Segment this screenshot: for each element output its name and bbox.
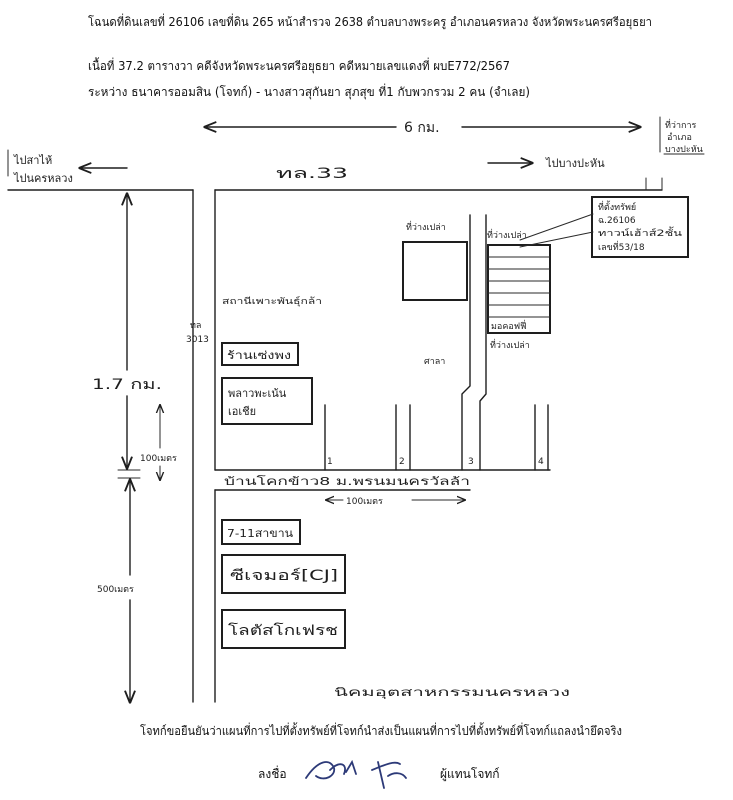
area-case-line: เนื้อที่ 37.2 ตารางวา คดีจังหวัดพระนครศร… (88, 57, 510, 74)
asia-box (221, 377, 313, 425)
side-road-label: 3013 (186, 335, 209, 345)
deed-line: โฉนดที่ดินเลขที่ 26106 เลขที่ดิน 265 หน้… (88, 13, 652, 30)
property-callout-text: ที่ตั้งทรัพย์ (598, 200, 636, 213)
side-road-label: ทล (190, 321, 201, 331)
side-road (192, 189, 216, 703)
soi-number-2: 2 (399, 457, 405, 467)
district-office-label: ที่ว่าการ (665, 118, 697, 131)
shop-box (221, 342, 299, 366)
parties-line: ระหว่าง ธนาคารออมสิน (โจทก์) - นางสาวสุก… (88, 83, 530, 100)
sign-label: ลงชื่อ (258, 765, 287, 781)
pavilion-label: ศาลา (424, 357, 445, 367)
asia-label: เอเชีย (228, 405, 256, 418)
property-callout-text: ทาวน์เฮ้าส์2ชั้น (598, 226, 682, 239)
district-office-marker (659, 116, 705, 155)
soi-distance-label: 100เมตร (346, 497, 383, 507)
near-distance-arrow (117, 405, 160, 480)
main-road (7, 149, 663, 191)
cj-box (221, 554, 346, 594)
lotus-label: โลตัสโกเฟรช (228, 622, 338, 639)
seven-eleven-box (221, 519, 301, 545)
vacant-lot-block (402, 241, 468, 301)
district-office-label: บางปะหัน (665, 145, 703, 155)
nursery-label: สถานีเพาะพันธุ์กล้า (222, 295, 322, 307)
plaintiff-representative-label: ผู้แทนโจทก์ (440, 767, 500, 782)
cj-label: ซีเจมอร์[CJ] (230, 567, 338, 584)
industrial-estate-label: นิคมอุตสาหกรรมนครหลวง (334, 686, 570, 699)
near-distance-label: 100เมตร (140, 454, 177, 464)
lotus-box (221, 609, 346, 649)
main-road-label: ทล.33 (276, 166, 348, 182)
top-distance-label: 6 กม. (404, 120, 440, 136)
soi-road (214, 214, 551, 491)
right-direction-label: ไปบางปะหัน (545, 157, 605, 170)
soi-number-1: 1 (327, 457, 333, 467)
vacant-lot-label: ที่ว่างเปล่า (487, 228, 527, 241)
shop-label: ร้านเซ่งพง (227, 349, 291, 362)
soi-number-4: 4 (538, 457, 544, 467)
property-callout-text: ฉ.26106 (598, 216, 636, 226)
property-callout (519, 196, 689, 258)
far-distance-label: 500เมตร (97, 585, 134, 595)
property-callout-text: เลขที่53/18 (598, 240, 645, 253)
confirmation-statement: โจทก์ขอยืนยันว่าแผนที่การไปที่ตั้งทรัพย์… (140, 722, 622, 738)
townhouse-row (487, 244, 551, 334)
coffee-shop-label: มอคอฟฟี่ (491, 319, 527, 332)
total-distance-label: 1.7 กม. (92, 377, 162, 393)
vacant-lot-label: ที่ว่างเปล่า (406, 220, 446, 233)
asia-label: พลาวพะเน้น (228, 387, 287, 400)
district-office-label: อำเภอ (667, 132, 692, 143)
left-direction-label: ไปนครหลวง (13, 172, 73, 185)
vacant-lot-label: ที่ว่างเปล่า (490, 338, 530, 351)
signature-mark (305, 759, 407, 789)
soi-name-label: บ้านโคกข้าว8 ม.พรนมนครวัลล้า (224, 474, 470, 488)
left-direction-label: ไปสาไห้ (13, 154, 52, 167)
soi-number-3: 3 (468, 457, 474, 467)
seven-eleven-label: 7-11สาขาน (227, 527, 294, 540)
